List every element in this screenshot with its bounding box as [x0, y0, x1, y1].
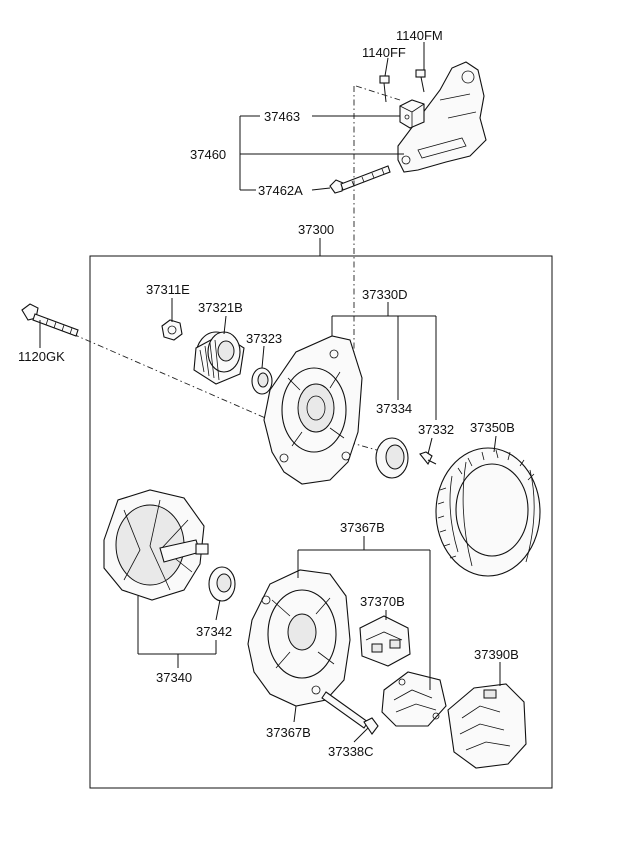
assembly-frame	[89, 255, 553, 789]
rear-cover-37390b	[447, 683, 527, 769]
label-1140ff: 1140FF	[362, 45, 406, 60]
label-37330d: 37330D	[362, 287, 408, 302]
label-37311e: 37311E	[146, 282, 190, 297]
brush-holder-37370b	[359, 615, 411, 667]
rotor-37340	[103, 489, 209, 601]
label-37460: 37460	[190, 147, 226, 162]
mounting-bracket	[397, 61, 487, 173]
leader-lines	[39, 42, 501, 743]
bearing-37342	[208, 566, 236, 602]
label-1140fm: 1140FM	[396, 28, 443, 43]
label-37340: 37340	[156, 670, 192, 685]
nut-37311e	[161, 319, 183, 341]
label-37334: 37334	[376, 401, 412, 416]
label-37462a: 37462A	[258, 183, 303, 198]
label-37323: 37323	[246, 331, 282, 346]
rear-housing-37367b	[247, 569, 351, 707]
through-bolt-1120gk	[21, 303, 79, 337]
long-bolt-37462a	[329, 165, 391, 194]
label-37338c: 37338C	[328, 744, 374, 759]
stator-37350b	[435, 447, 541, 577]
bolt-1140fm	[415, 69, 426, 93]
label-1120gk: 1120GK	[18, 349, 65, 364]
rectifier-assembly	[381, 671, 447, 727]
bolt-1140ff	[379, 75, 390, 103]
label-37367b-top: 37367B	[340, 520, 385, 535]
label-37370b: 37370B	[360, 594, 405, 609]
block-37463	[399, 99, 425, 129]
label-37350b: 37350B	[470, 420, 515, 435]
label-37300: 37300	[298, 222, 334, 237]
label-37390b: 37390B	[474, 647, 519, 662]
screw-37332	[419, 451, 437, 466]
label-37463: 37463	[264, 109, 300, 124]
label-37321b: 37321B	[198, 300, 243, 315]
label-37332: 37332	[418, 422, 454, 437]
bolt-37338c	[321, 691, 379, 735]
label-37342: 37342	[196, 624, 232, 639]
bearing-37334	[375, 437, 409, 479]
spacer-37323	[251, 367, 273, 395]
label-37367b-bottom: 37367B	[266, 725, 311, 740]
front-housing-37330d	[263, 335, 363, 485]
pulley-37321b	[193, 331, 245, 385]
